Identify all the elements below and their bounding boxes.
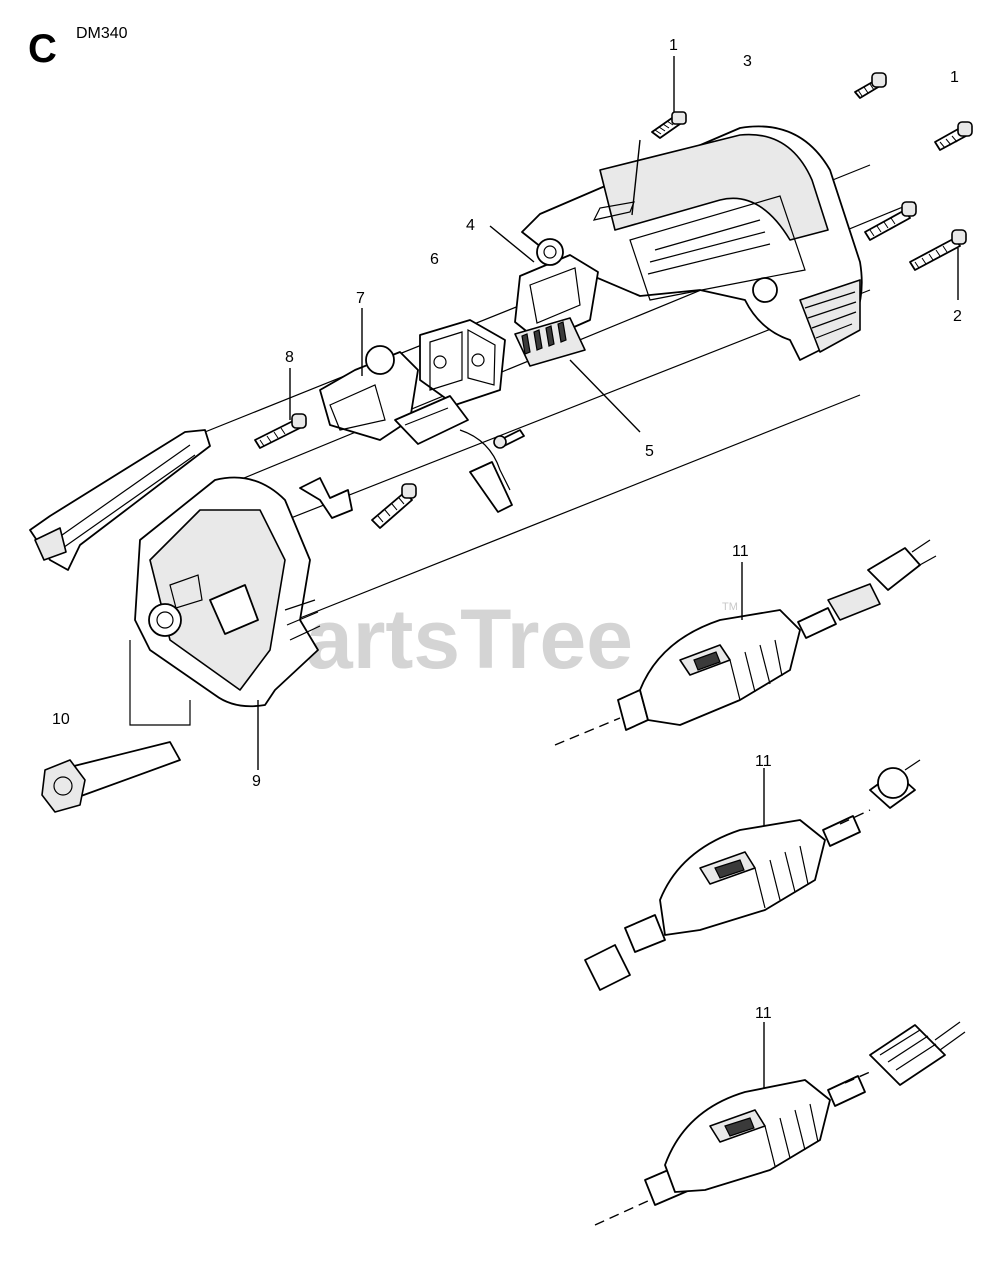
cable-sleeve[interactable] bbox=[41, 640, 191, 813]
screw-8 bbox=[254, 368, 417, 529]
section-letter: C bbox=[28, 27, 57, 71]
callout-2: 2 bbox=[953, 308, 962, 325]
watermark: PartsTree bbox=[250, 592, 633, 686]
callout-3: 3 bbox=[743, 53, 752, 70]
callout-11-bottom: 11 bbox=[755, 1005, 772, 1022]
upper-housing[interactable] bbox=[521, 125, 863, 361]
screw-2 bbox=[864, 201, 967, 271]
lower-housing[interactable] bbox=[134, 476, 321, 771]
callout-1-right: 1 bbox=[950, 69, 959, 86]
switch-cover-plate[interactable] bbox=[489, 225, 599, 343]
callout-8: 8 bbox=[285, 349, 294, 366]
switch-module[interactable] bbox=[419, 319, 506, 406]
screw-1-right bbox=[854, 72, 973, 151]
cord-set-3[interactable] bbox=[594, 1021, 966, 1226]
callout-9: 9 bbox=[252, 773, 261, 790]
handle-rail[interactable] bbox=[29, 429, 211, 571]
watermark-tm: TM bbox=[722, 601, 738, 613]
callout-6: 6 bbox=[430, 251, 439, 268]
screw-1-top bbox=[631, 56, 687, 216]
callout-1-top: 1 bbox=[669, 37, 678, 54]
callout-11-middle: 11 bbox=[755, 753, 772, 770]
callout-4: 4 bbox=[466, 217, 475, 234]
model-number: DM340 bbox=[76, 25, 128, 42]
cord-set-1[interactable] bbox=[554, 539, 937, 746]
switch-assembly[interactable] bbox=[319, 308, 513, 513]
cable-clamp[interactable] bbox=[299, 477, 353, 519]
cord-set-2[interactable] bbox=[584, 759, 921, 991]
callout-7: 7 bbox=[356, 290, 365, 307]
terminal-block[interactable] bbox=[514, 317, 641, 433]
callout-11-top: 11 bbox=[732, 543, 749, 560]
small-screw bbox=[493, 429, 525, 449]
callout-10: 10 bbox=[52, 711, 70, 728]
callout-5: 5 bbox=[645, 443, 654, 460]
